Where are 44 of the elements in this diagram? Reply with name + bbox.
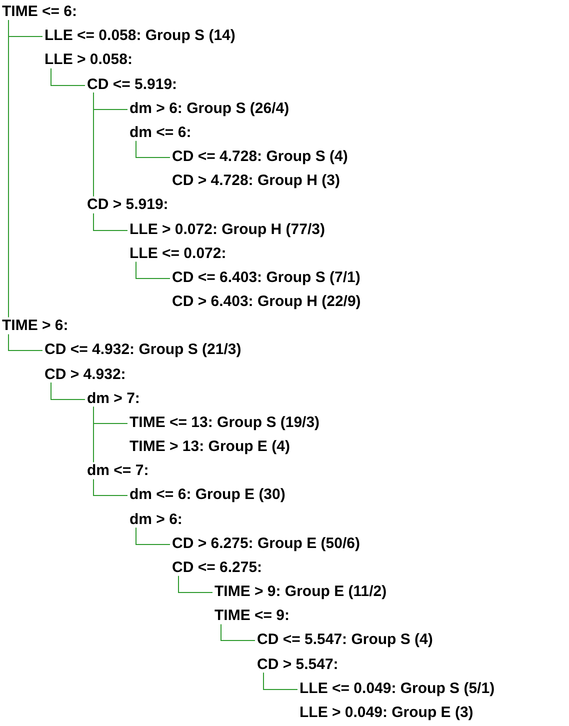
tree-rule-text: TIME <= 9: (214, 606, 290, 626)
tree-connector (136, 527, 170, 545)
tree-rule-text: CD > 5.919: (87, 195, 168, 216)
tree-rule-text: dm <= 6: Group E (30) (130, 485, 286, 506)
tree-connector (8, 334, 43, 351)
tree-rule-text: dm > 6: (130, 510, 182, 530)
tree-connector (93, 478, 128, 496)
tree-rule-text: TIME <= 6: (2, 2, 78, 22)
tree-rule-text: CD <= 6.275: (172, 558, 262, 578)
tree-rule-text: TIME > 13: Group E (4) (130, 437, 290, 458)
tree-rule-text: dm <= 6: (130, 122, 192, 143)
tree-rule-text: TIME > 6: (2, 316, 68, 336)
tree-rule-text: CD > 4.728: Group H (3) (172, 171, 340, 192)
tree-rule-text: LLE <= 0.058: Group S (14) (44, 26, 236, 46)
tree-connector (136, 261, 170, 279)
tree-rule-text: LLE > 0.049: Group E (3) (300, 702, 474, 723)
tree-connector (178, 575, 213, 593)
tree-connector (136, 140, 170, 158)
tree-connector (93, 406, 94, 463)
tree-rule-text: LLE <= 0.049: Group S (5/1) (300, 678, 495, 699)
tree-rule-text: CD > 6.403: Group H (22/9) (172, 292, 361, 312)
tree-rule-text: dm > 6: Group S (26/4) (130, 98, 290, 119)
tree-rule-text: CD > 5.547: (257, 654, 338, 675)
tree-rule-text: dm <= 7: (87, 461, 149, 482)
tree-rule-text: LLE <= 0.072: (130, 244, 226, 264)
tree-rule-text: LLE > 0.058: (44, 50, 132, 70)
tree-rule-text: CD <= 4.932: Group S (21/3) (44, 340, 242, 360)
tree-rule-text: CD <= 5.919: (87, 74, 178, 94)
tree-rule-text: CD <= 6.403: Group S (7/1) (172, 268, 360, 288)
tree-rule-text: TIME > 9: Group E (11/2) (214, 582, 387, 602)
tree-connector (220, 624, 256, 641)
tree-rule-text: LLE > 0.072: Group H (77/3) (130, 220, 325, 240)
tree-connector (50, 382, 86, 400)
tree-connector (93, 92, 94, 197)
tree-connector (50, 68, 86, 86)
tree-rule-text: CD <= 4.728: Group S (4) (172, 147, 348, 168)
tree-connector (8, 20, 9, 318)
tree-rule-text: CD > 4.932: (44, 364, 126, 385)
tree-rule-text: dm > 7: (87, 388, 140, 409)
tree-connector (263, 672, 298, 690)
tree-rule-text: TIME <= 13: Group S (19/3) (130, 412, 320, 433)
tree-connector (93, 212, 128, 231)
tree-rule-text: CD <= 5.547: Group S (4) (257, 630, 433, 650)
tree-rule-text: CD > 6.275: Group E (50/6) (172, 534, 360, 554)
